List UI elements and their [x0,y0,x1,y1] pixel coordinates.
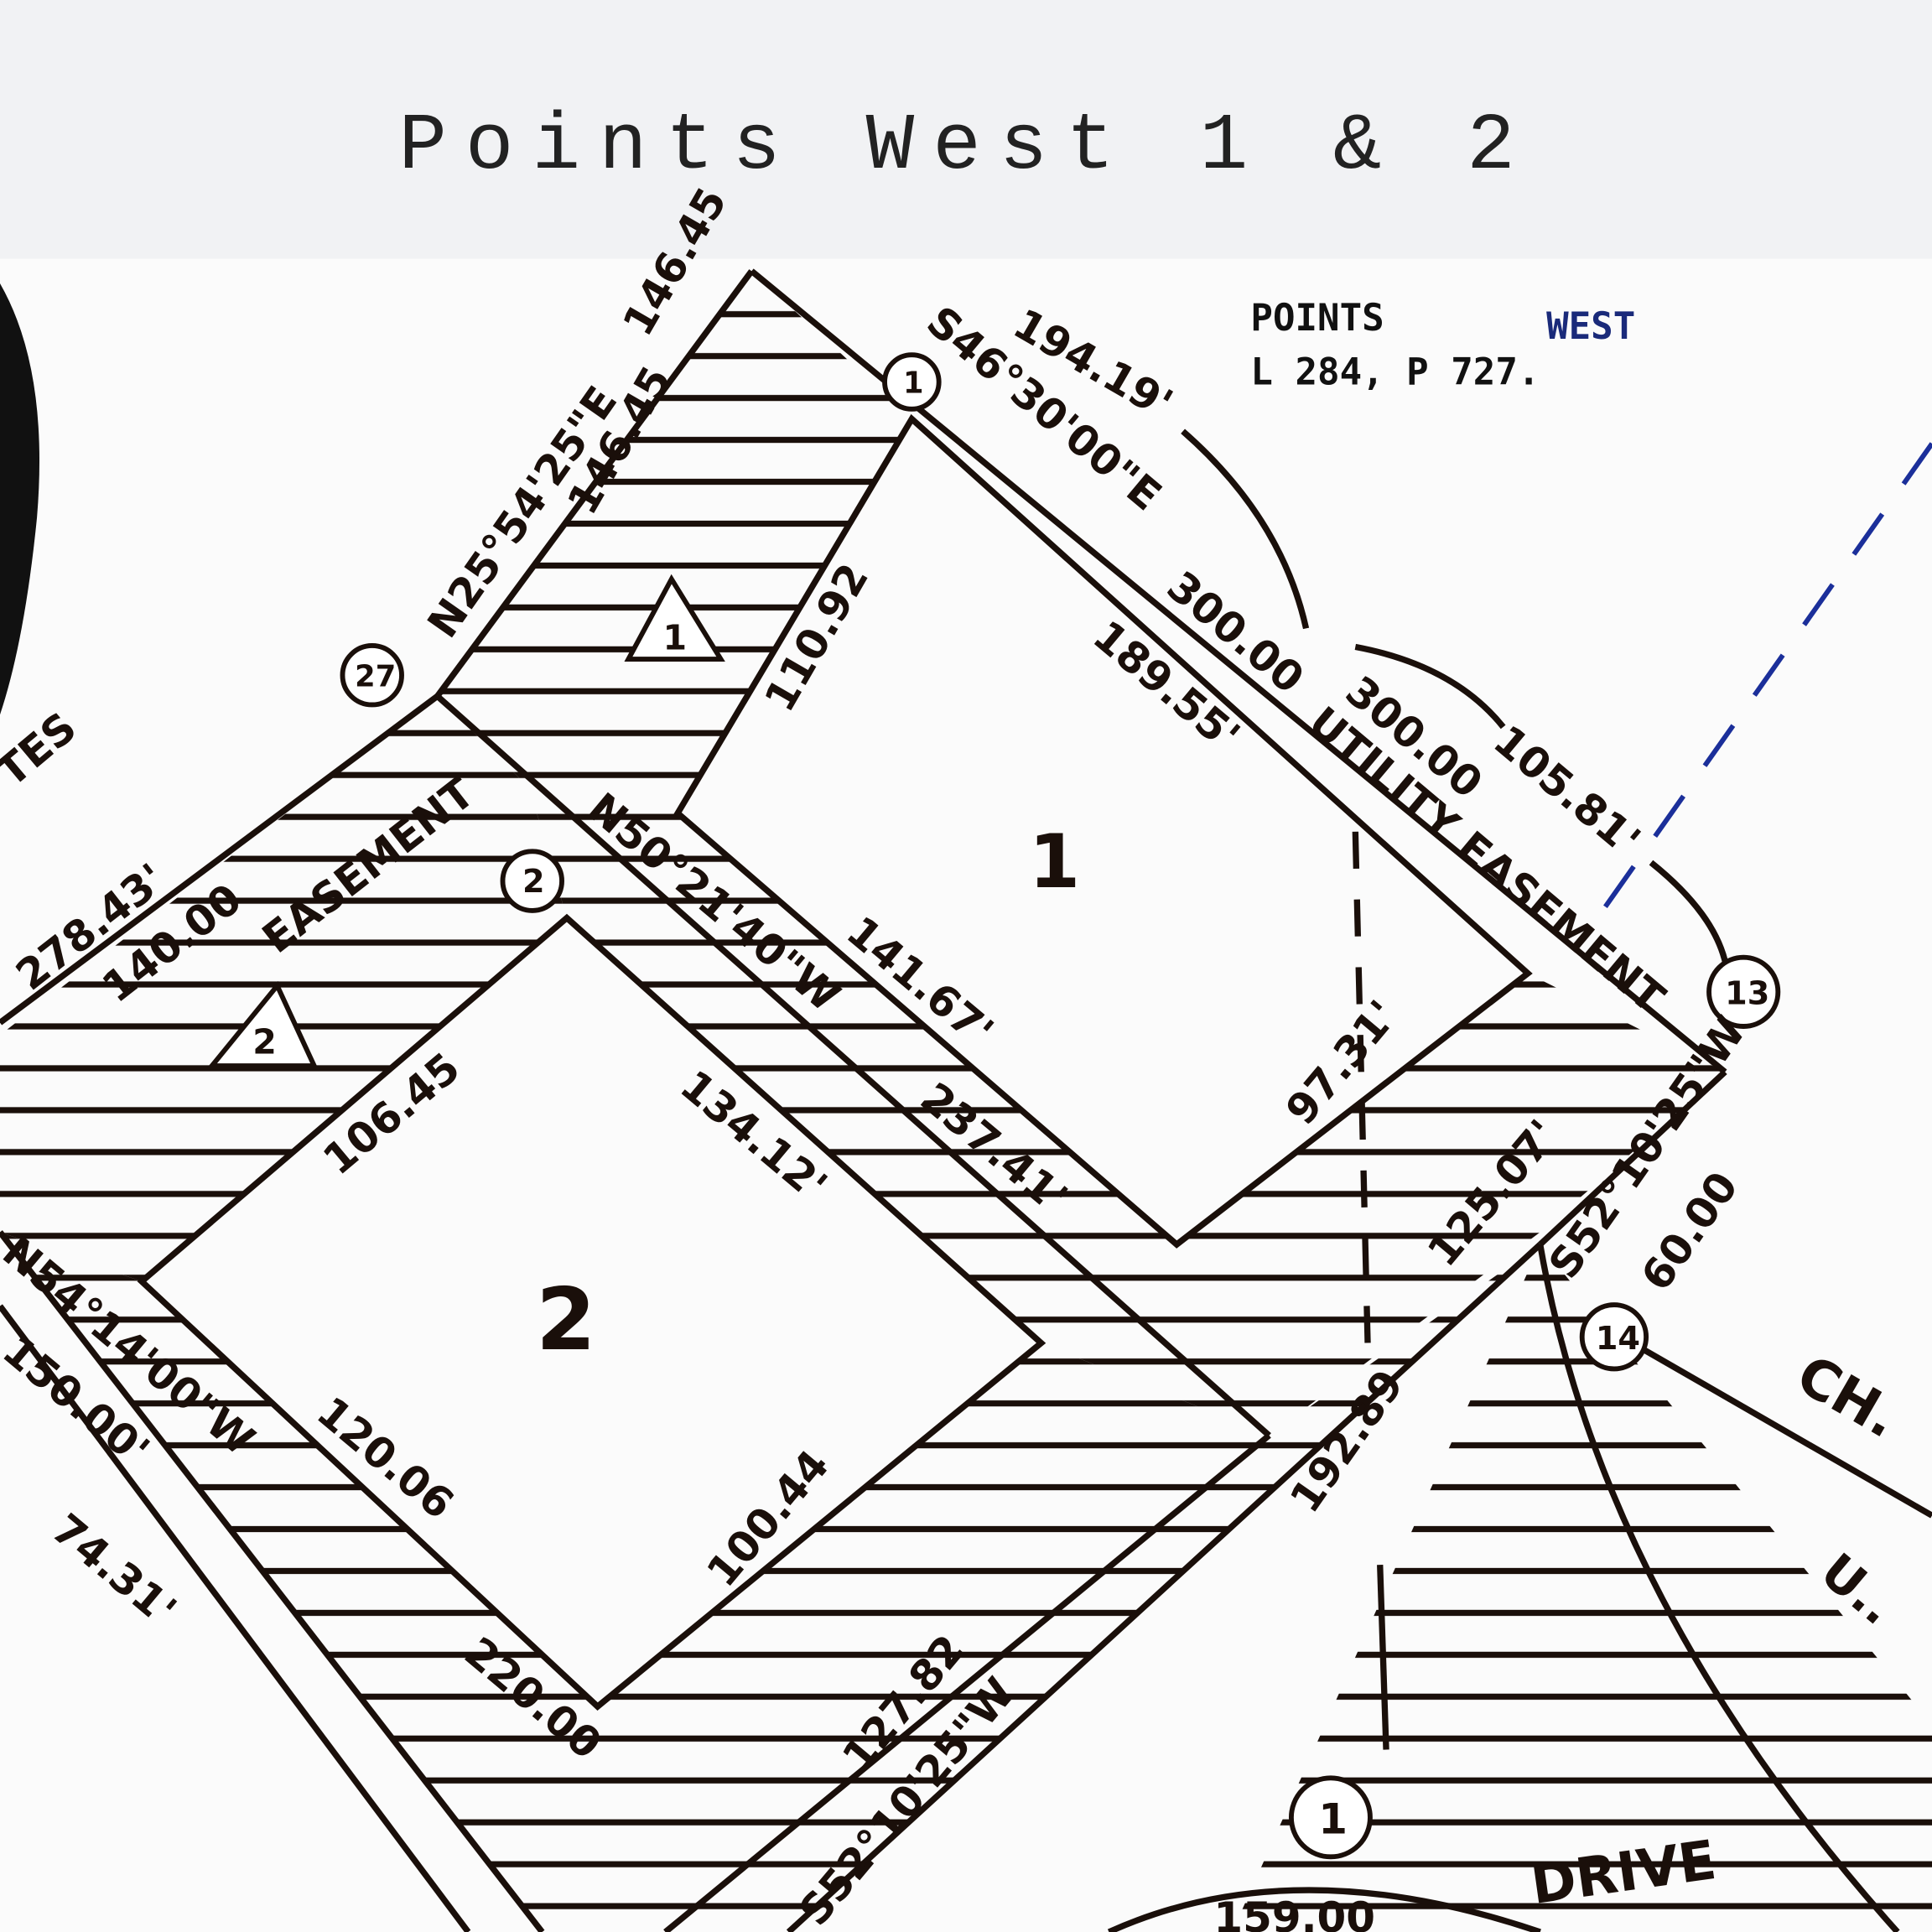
svg-text:13: 13 [1725,976,1769,1013]
svg-text:1: 1 [1318,1794,1348,1843]
lot-1-label: 1 [1029,818,1080,905]
lot-2-label: 2 [536,1270,596,1370]
blue-dashed-line [1599,442,1932,914]
marker-14: 14 [1579,1302,1649,1372]
svg-text:14: 14 [1596,1321,1640,1358]
svg-text:27: 27 [355,659,396,693]
marker-1-top: 1 [882,352,942,412]
svg-text:2: 2 [522,864,545,901]
lot-2-boundary [137,913,1046,1711]
stamp-line1-b: WEST [1546,305,1635,348]
svg-text:2: 2 [252,1021,277,1062]
dist-159-00: 159.00 [1213,1893,1375,1932]
marker-27: 27 [340,643,404,708]
triangle-marker-2: 2 [206,981,319,1068]
stamp-line2: L 284, P 727. [1250,351,1540,393]
svg-text:1: 1 [663,617,688,657]
marker-13: 13 [1706,954,1781,1029]
svg-text:1: 1 [903,366,924,401]
page-title: Points West 1 & 2 [398,101,1534,192]
triangle-marker-1: 1 [624,574,725,662]
left-shadow [0,283,40,715]
marker-2: 2 [500,849,564,913]
lot-1-boundary [673,413,1533,1249]
stamp-line1-a: POINTS [1250,297,1384,340]
boundary-lines [0,268,1932,1932]
marker-1-bottom: 1 [1288,1775,1373,1860]
header-band [0,0,1932,260]
